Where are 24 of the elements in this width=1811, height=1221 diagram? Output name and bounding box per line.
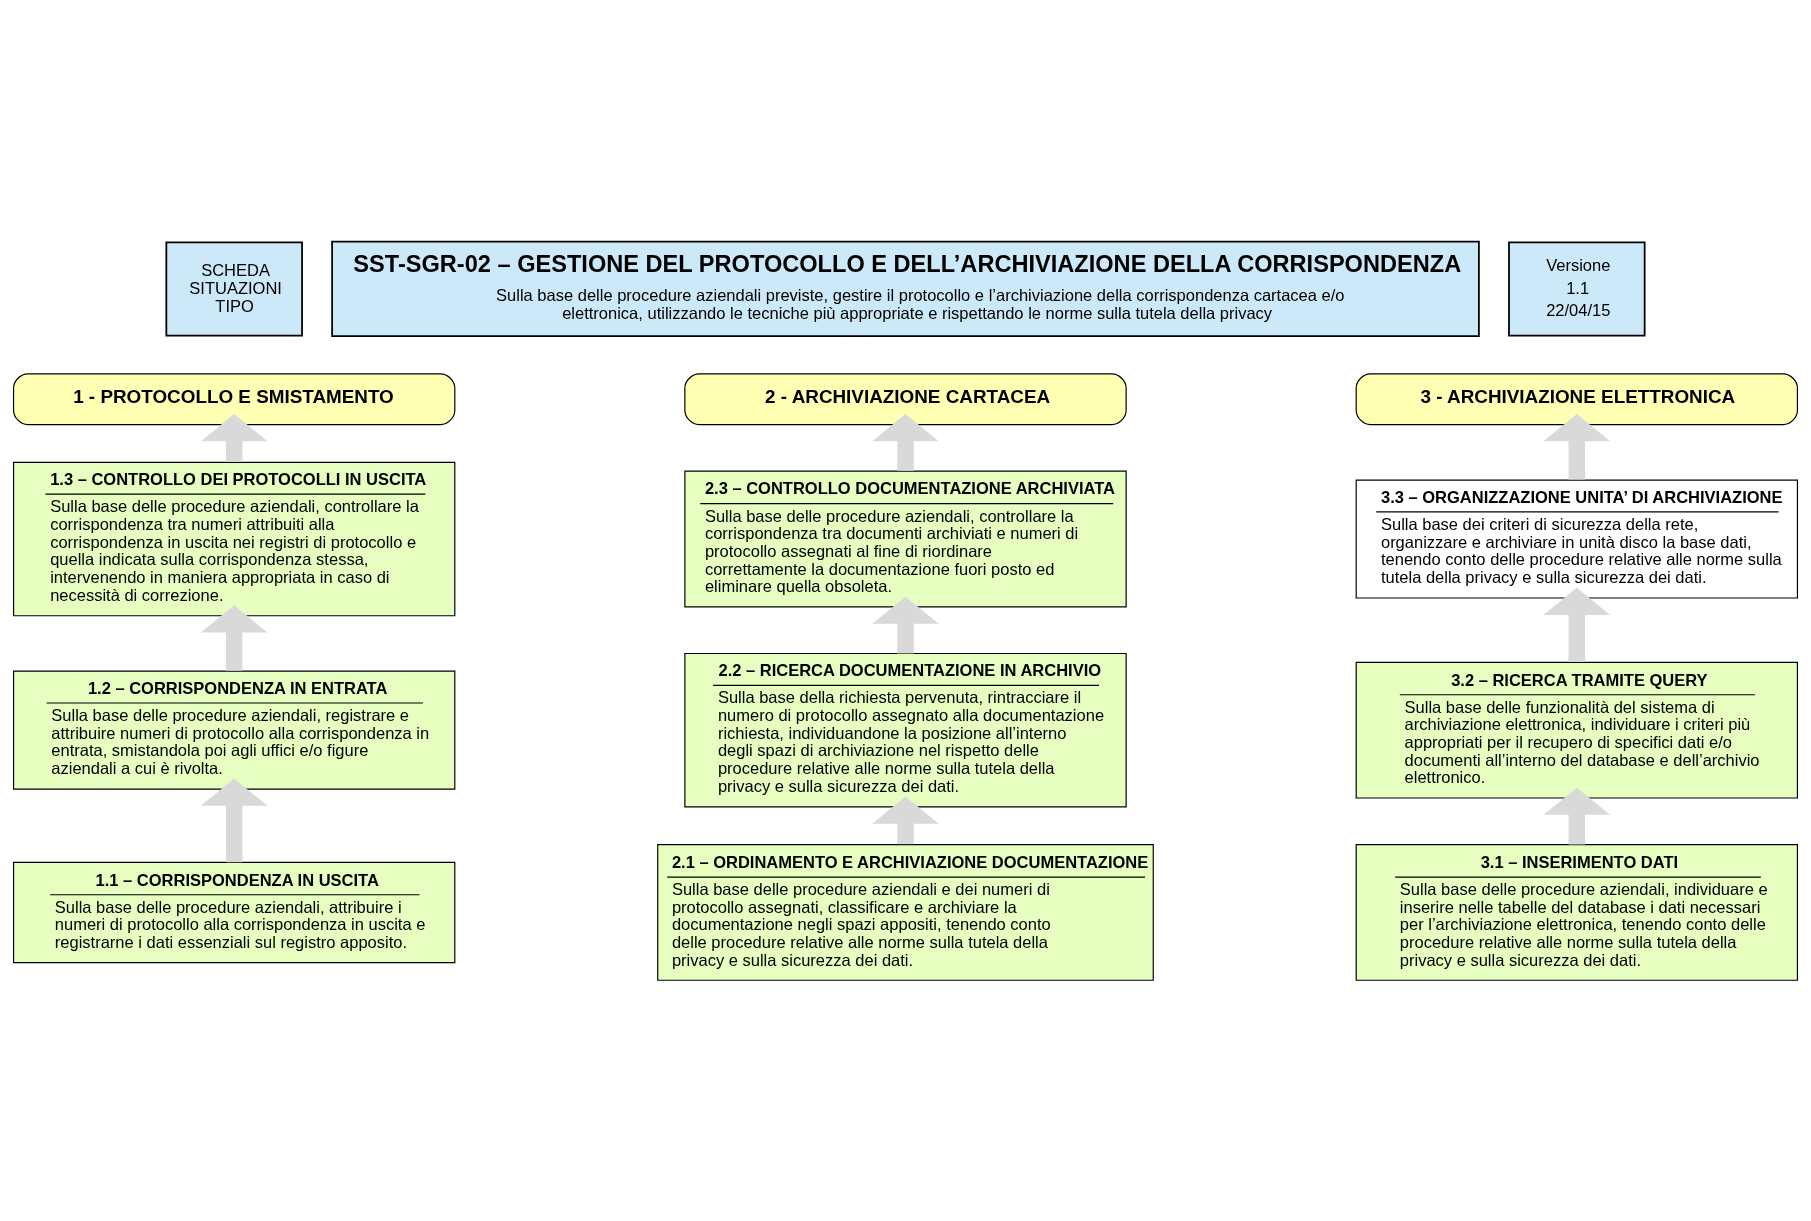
node-box: 2 - ARCHIVIAZIONE CARTACEA bbox=[684, 372, 1127, 425]
node-box: 2.3 – CONTROLLO DOCUMENTAZIONE ARCHIVIATA Sulla base delle procedure aziendali, controllare la corrispondenza tra documenti archiviati e numeri di protocollo assegnati al fine di riordinare correttamente la documentazione fuori posto ed eliminare quella obsoleta. bbox=[684, 470, 1127, 607]
arrow bbox=[1543, 413, 1611, 480]
node-box: SCHEDA SITUAZIONI TIPO bbox=[165, 240, 303, 336]
node-box: 3.3 – ORGANIZZAZIONE UNITA’ DI ARCHIVIAZIONE Sulla base dei criteri di sicurezza della rete, organizzare e archiviare in unità disco la base dati, tenendo conto delle procedure relative alle norme sulla tutela della privacy e sulla sicurezza dei dati. bbox=[1355, 478, 1799, 599]
node-box: 1.2 – CORRISPONDENZA IN ENTRATA Sulla base delle procedure aziendali, registrare e attribuire numeri di protocollo alla corrispondenza in entrata, smistandola poi agli uffici e/o figure aziendali a cui è rivolta. bbox=[12, 670, 456, 790]
node-box: 1.3 – CONTROLLO DEI PROTOCOLLI IN USCITA Sulla base delle procedure aziendali, controllare la corrispondenza tra numeri attribuiti alla corrispondenza in uscita nei registri di protocollo e quella indicata sulla corrispondenza stessa, intervenendo in maniera appropriata in caso di necessità di correzione. bbox=[12, 461, 456, 616]
node-box: 1.1 – CORRISPONDENZA IN USCITA Sulla base delle procedure aziendali, attribuire i numeri di protocollo alla corrispondenza in uscita e registrarne i dati essenziali sul registro apposito. bbox=[12, 861, 456, 963]
node-box: 3 - ARCHIVIAZIONE ELETTRONICA bbox=[1355, 372, 1799, 425]
node-box: 2.1 – ORDINAMENTO E ARCHIVIAZIONE DOCUMENTAZIONE Sulla base delle procedure aziendali e dei numeri di protocollo assegnati, classificare e archiviare la documentazione negli spazi appositi, tenendo conto delle procedure relative alle norme sulla tutela della privacy e sulla sicurezza dei dati. bbox=[657, 843, 1154, 981]
arrow bbox=[872, 596, 939, 653]
arrow bbox=[872, 795, 939, 844]
node-box: Versione 1.1 22/04/15 bbox=[1508, 240, 1646, 336]
arrow bbox=[200, 413, 268, 462]
node-box: 1 - PROTOCOLLO E SMISTAMENTO bbox=[12, 372, 456, 425]
node-box: 3.1 – INSERIMENTO DATI Sulla base delle procedure aziendali, individuare e inserire nelle tabelle del database i dati necessari per l’archiviazione elettronica, tenendo conto delle procedure relative alle norme sulla tutela della privacy e sulla sicurezza dei dati. bbox=[1355, 843, 1799, 981]
arrow bbox=[200, 604, 268, 671]
arrow bbox=[200, 778, 268, 862]
arrow bbox=[872, 413, 939, 471]
node-box: SST-SGR-02 – GESTIONE DEL PROTOCOLLO E DELL’ARCHIVIAZIONE DELLA CORRISPONDENZA Sulla base delle procedure aziendali previste, gestire il protocollo e l’archiviazione della corrispondenza cartacea e/o elettronica, utilizzando le tecniche più appropriate e rispettando le norme sulla tutela della privacy bbox=[331, 240, 1480, 337]
arrow bbox=[1543, 587, 1611, 662]
arrow bbox=[1543, 787, 1611, 844]
node-box: 3.2 – RICERCA TRAMITE QUERY Sulla base delle funzionalità del sistema di archiviazione elettronica, individuare i criteri più appropriati per il recupero di specifici dati e/o documenti all’interno del database e dell’archivio elettronico. bbox=[1355, 661, 1799, 799]
node-box: 2.2 – RICERCA DOCUMENTAZIONE IN ARCHIVIO Sulla base della richiesta pervenuta, rintracciare il numero di protocollo assegnato alla documentazione richiesta, individuandone la posizione all’interno degli spazi di archiviazione nel rispetto delle procedure relative alle norme sulla tutela della privacy e sulla sicurezza dei dati. bbox=[684, 652, 1127, 807]
